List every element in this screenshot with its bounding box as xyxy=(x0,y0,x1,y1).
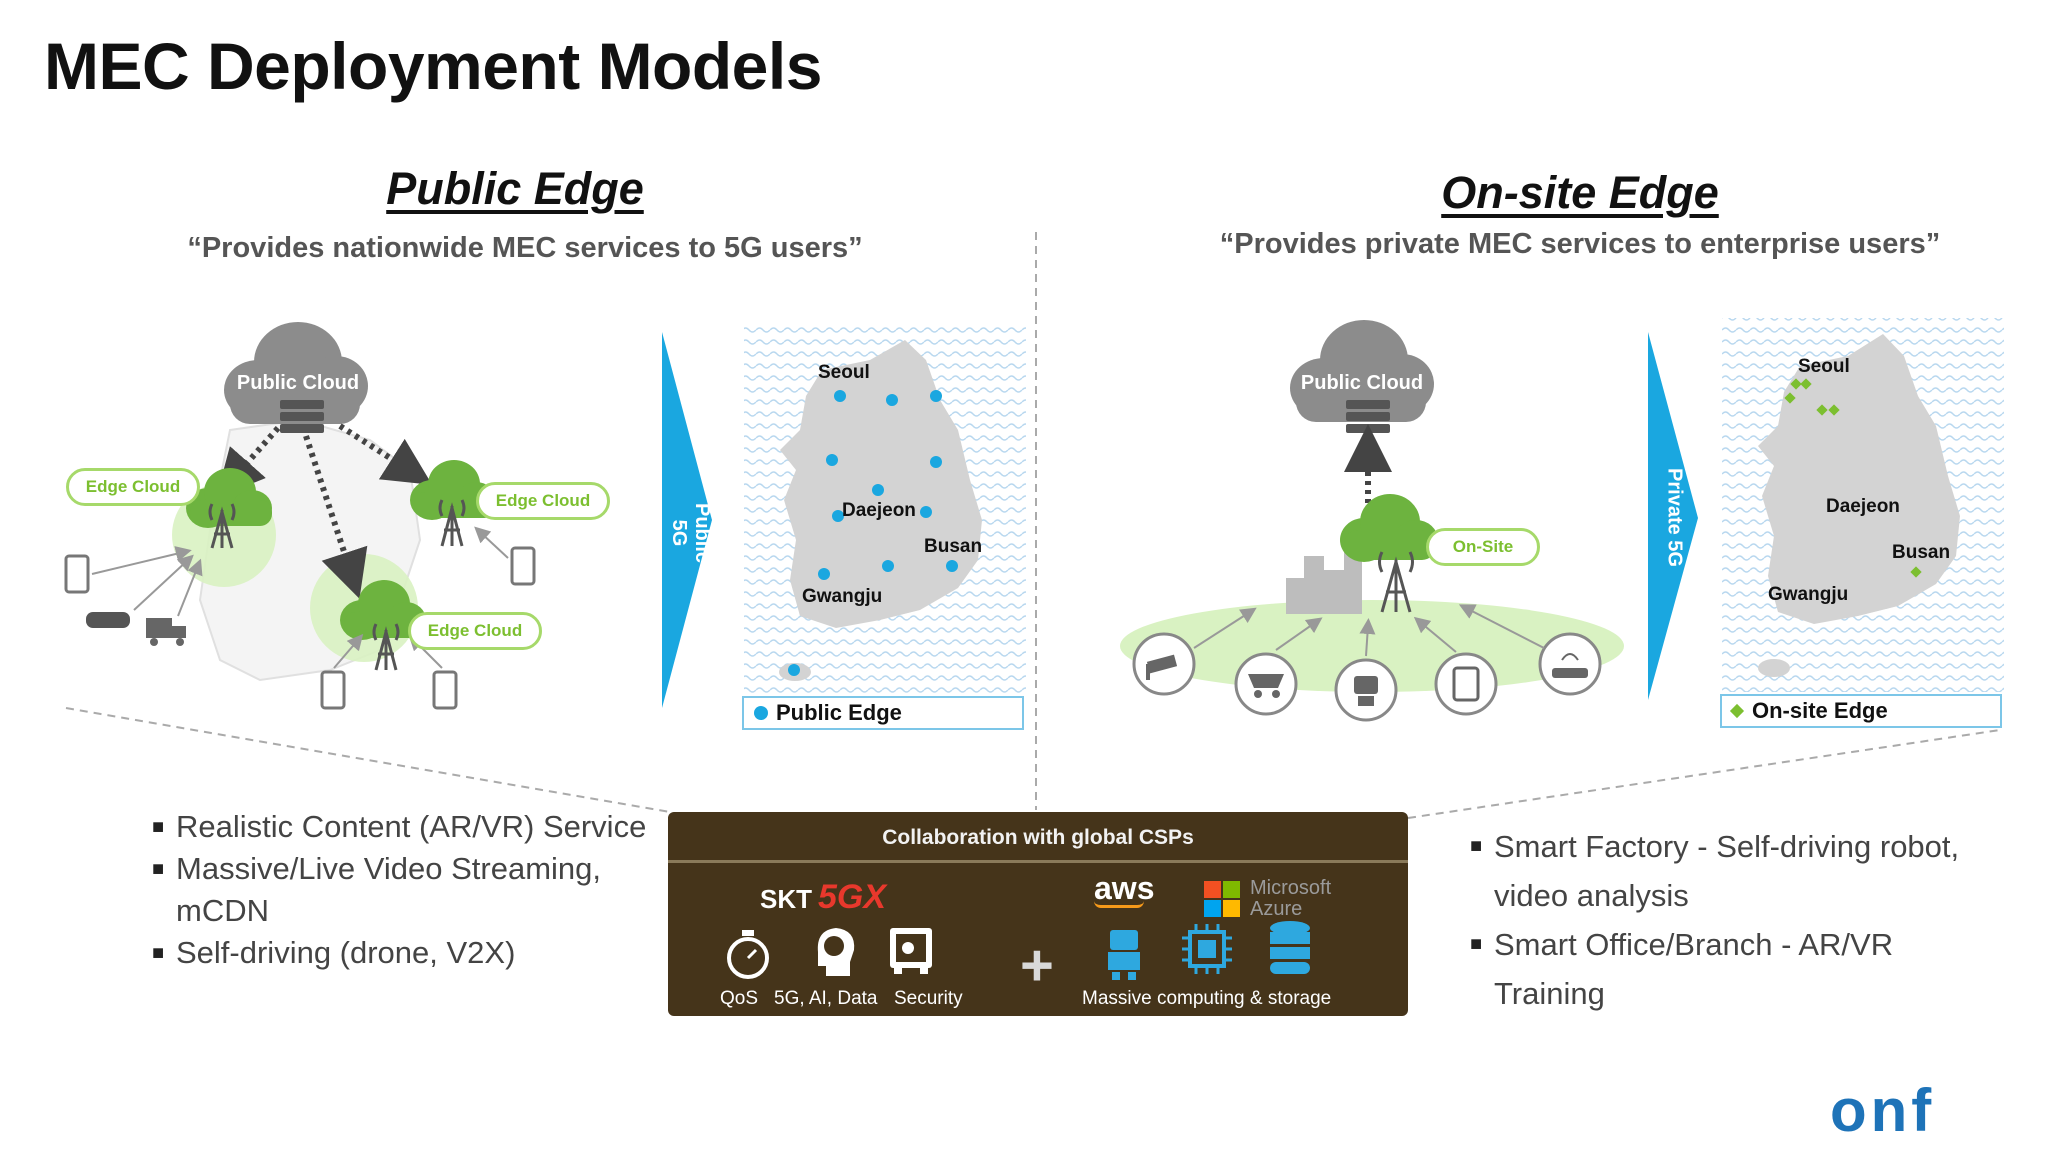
cloud-icon xyxy=(224,322,368,424)
smartphone-icon xyxy=(510,546,536,586)
list-item: ■Self-driving (drone, V2X) xyxy=(152,935,516,970)
cloud-icon xyxy=(1290,320,1434,422)
public-edge-bullets: ■Realistic Content (AR/VR) Service ■Mass… xyxy=(152,806,672,974)
brain-head-icon xyxy=(817,928,855,976)
edge-cloud-label: Edge Cloud xyxy=(476,482,610,520)
public-edge-quote: “Provides nationwide MEC services to 5G … xyxy=(187,232,863,264)
smartphone-icon xyxy=(320,670,346,710)
onf-logo: onf xyxy=(1830,1077,1936,1144)
onsite-edge-legend-text: On-site Edge xyxy=(1752,698,1888,723)
edge-cloud-label: Edge Cloud xyxy=(66,468,200,506)
smartphone-icon xyxy=(64,554,90,594)
public-edge-heading: Public Edge xyxy=(386,163,644,214)
caption-5g-ai-data: 5G, AI, Data xyxy=(774,988,878,1009)
chip-icon xyxy=(1182,924,1232,974)
list-item: ■Smart Factory - Self-driving robot, vid… xyxy=(1470,829,1960,913)
public-5g-arrow xyxy=(662,332,712,708)
private-5g-arrow xyxy=(1648,332,1698,700)
public-edge-legend: Public Edge xyxy=(742,696,1024,730)
legend-diamond-icon xyxy=(1729,703,1745,719)
antenna-tower-icon xyxy=(208,503,236,549)
caption-massive-computing: Massive computing & storage xyxy=(1082,988,1332,1009)
cctv-icon xyxy=(1132,632,1196,696)
onsite-label: On-Site xyxy=(1426,528,1540,566)
microsoft-azure-logo: Microsoft Azure xyxy=(1204,878,1331,920)
caption-security: Security xyxy=(894,988,963,1009)
router-icon xyxy=(1538,632,1602,696)
safe-icon xyxy=(890,928,932,974)
antenna-tower-icon xyxy=(438,499,466,547)
edge-cloud-label: Edge Cloud xyxy=(408,612,542,650)
city-gwangju: Gwangju xyxy=(802,586,883,607)
public-5g-label: Public 5G xyxy=(668,502,713,563)
legend-dot-icon xyxy=(754,706,768,720)
list-item: ■Smart Office/Branch - AR/VR Training xyxy=(1470,927,1894,1011)
skt-5gx-logo: SKT 5GX xyxy=(760,878,887,916)
city-busan: Busan xyxy=(924,536,983,557)
onsite-edge-bullets: ■Smart Factory - Self-driving robot, vid… xyxy=(1470,822,1990,1018)
building-icon xyxy=(1286,548,1362,614)
tablet-icon xyxy=(1434,652,1498,716)
private-5g-label: Private 5G xyxy=(1663,468,1686,567)
onsite-edge-markers xyxy=(1784,378,1922,578)
caption-qos: QoS xyxy=(720,988,759,1009)
smartphone-icon xyxy=(432,670,458,710)
database-icon xyxy=(1270,921,1310,974)
panel-heading: Collaboration with global CSPs xyxy=(882,826,1194,849)
korea-map xyxy=(1758,334,1960,624)
cloud-icon xyxy=(1340,494,1438,562)
public-edge-markers xyxy=(788,390,958,676)
onsite-edge-legend: On-site Edge xyxy=(1720,694,2002,728)
korea-map xyxy=(780,340,982,628)
city-daejeon: Daejeon xyxy=(1826,496,1900,517)
public-cloud-label: Public Cloud xyxy=(236,372,360,394)
csp-collaboration-panel: Collaboration with global CSPs SKT 5GX a… xyxy=(668,812,1408,1016)
server-icon xyxy=(280,400,324,433)
city-seoul: Seoul xyxy=(1798,356,1850,377)
jeju-island xyxy=(1758,659,1790,677)
aws-logo: aws xyxy=(1094,870,1155,908)
city-daejeon: Daejeon xyxy=(842,500,916,521)
page-title: MEC Deployment Models xyxy=(44,29,822,103)
list-item: ■Realistic Content (AR/VR) Service xyxy=(152,809,647,844)
cart-icon xyxy=(1234,652,1298,716)
list-item: ■Massive/Live Video Streaming, mCDN xyxy=(152,851,602,928)
truck-icon xyxy=(146,618,186,646)
city-gwangju: Gwangju xyxy=(1768,584,1849,605)
panel-divider xyxy=(668,860,1408,863)
city-busan: Busan xyxy=(1892,542,1951,563)
antenna-tower-icon xyxy=(1378,551,1414,613)
microsoft-logo-icon xyxy=(1204,881,1240,917)
robot-icon xyxy=(1334,658,1398,722)
city-seoul: Seoul xyxy=(818,362,870,383)
server-icon xyxy=(1346,400,1390,433)
onsite-edge-heading: On-site Edge xyxy=(1441,167,1719,218)
stopwatch-icon xyxy=(727,930,769,979)
public-edge-legend-text: Public Edge xyxy=(776,700,902,725)
public-cloud-label: Public Cloud xyxy=(1300,372,1424,394)
antenna-tower-icon xyxy=(372,623,400,671)
plus-icon: + xyxy=(1020,933,1054,998)
vr-headset-icon xyxy=(86,612,130,628)
onsite-edge-quote: “Provides private MEC services to enterp… xyxy=(1219,228,1941,260)
robot-icon xyxy=(1108,930,1140,980)
